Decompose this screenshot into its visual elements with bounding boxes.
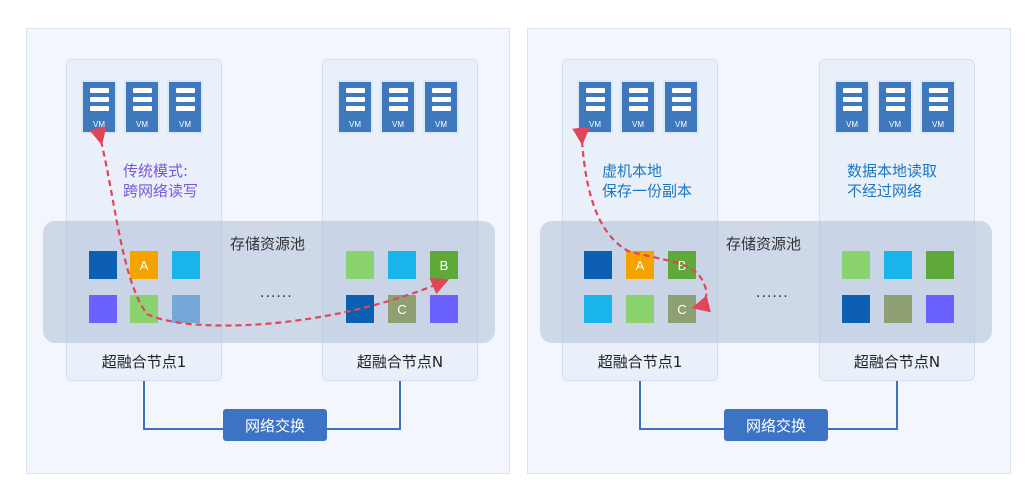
storage-block-b: B xyxy=(430,251,458,279)
storage-block xyxy=(89,251,117,279)
vm-group: VM VM VM xyxy=(81,80,203,134)
storage-block xyxy=(926,295,954,323)
node-label: 超融合节点1 xyxy=(101,353,187,371)
vm-icon: VM xyxy=(577,80,613,134)
traditional-mode-panel: VM VM VM 超融合节点1 VM VM VM 超融合节点N 存储资源池 ..… xyxy=(26,28,510,474)
node-label: 超融合节点N xyxy=(356,353,444,371)
vm-group: VM VM VM xyxy=(834,80,956,134)
storage-block-a: A xyxy=(626,251,654,279)
storage-block-c: C xyxy=(388,295,416,323)
storage-block xyxy=(842,295,870,323)
storage-pool-label: 存储资源池 xyxy=(726,235,802,253)
storage-block xyxy=(430,295,458,323)
storage-block xyxy=(388,251,416,279)
storage-block xyxy=(346,251,374,279)
storage-pool-label: 存储资源池 xyxy=(230,235,306,253)
storage-block xyxy=(172,295,200,323)
vm-icon: VM xyxy=(337,80,373,134)
vm-icon: VM xyxy=(380,80,416,134)
vm-icon: VM xyxy=(423,80,459,134)
storage-block xyxy=(626,295,654,323)
local-copy-panel: VM VM VM 超融合节点1 VM VM VM 超融合节点N 存储资源池 ..… xyxy=(527,28,1011,474)
storage-block xyxy=(172,251,200,279)
vm-icon: VM xyxy=(834,80,870,134)
vm-group: VM VM VM xyxy=(577,80,699,134)
storage-block xyxy=(884,251,912,279)
vm-icon: VM xyxy=(920,80,956,134)
node-label: 超融合节点1 xyxy=(597,353,683,371)
storage-block xyxy=(89,295,117,323)
network-wires xyxy=(143,381,401,430)
vm-group: VM VM VM xyxy=(337,80,459,134)
vm-icon: VM xyxy=(124,80,160,134)
storage-block-a: A xyxy=(130,251,158,279)
vm-icon: VM xyxy=(663,80,699,134)
storage-block xyxy=(584,251,612,279)
vm-icon: VM xyxy=(877,80,913,134)
network-wires xyxy=(639,381,898,430)
storage-block xyxy=(884,295,912,323)
storage-block xyxy=(130,295,158,323)
traditional-mode-note: 传统模式: 跨网络读写 xyxy=(123,162,199,200)
storage-block xyxy=(584,295,612,323)
storage-block-b: B xyxy=(668,251,696,279)
storage-block-c: C xyxy=(668,295,696,323)
vm-icon: VM xyxy=(620,80,656,134)
storage-block xyxy=(926,251,954,279)
local-copy-note: 虚机本地 保存一份副本 xyxy=(602,162,693,200)
ellipsis: ...... xyxy=(260,285,293,301)
network-switch: 网络交换 xyxy=(724,409,828,441)
network-switch: 网络交换 xyxy=(223,409,327,441)
ellipsis: ...... xyxy=(756,285,789,301)
storage-block xyxy=(842,251,870,279)
local-read-note: 数据本地读取 不经过网络 xyxy=(847,162,938,200)
vm-icon: VM xyxy=(81,80,117,134)
node-label: 超融合节点N xyxy=(853,353,941,371)
storage-block xyxy=(346,295,374,323)
vm-icon: VM xyxy=(167,80,203,134)
